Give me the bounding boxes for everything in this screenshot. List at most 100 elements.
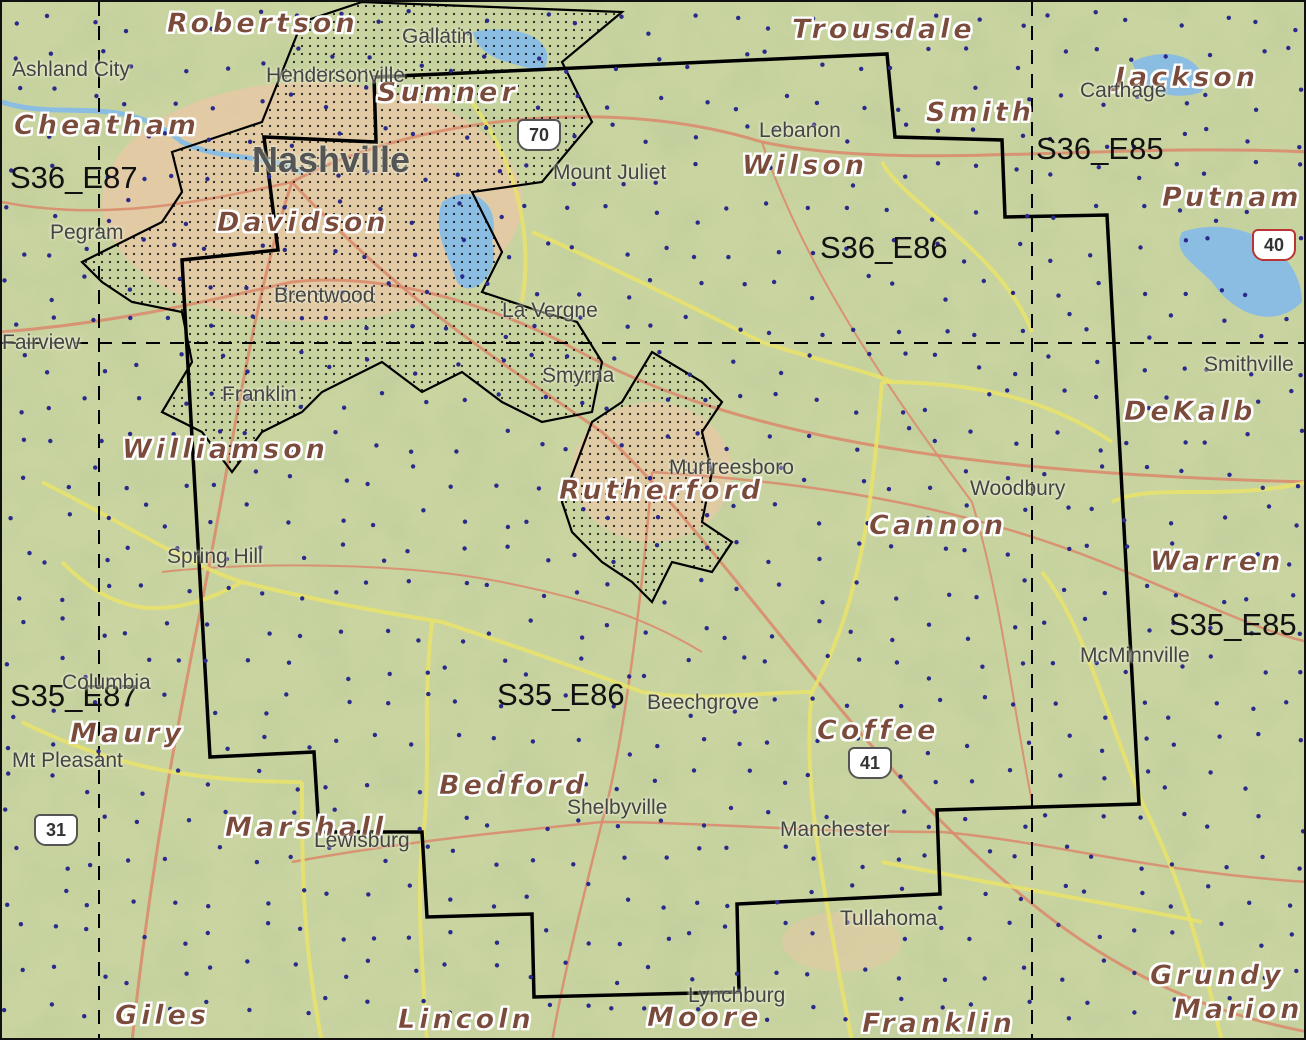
- station-point: [1182, 366, 1187, 371]
- station-point: [1170, 541, 1175, 546]
- station-point: [1245, 432, 1250, 437]
- station-point: [337, 199, 343, 204]
- station-point: [1066, 505, 1071, 510]
- station-point: [406, 935, 412, 940]
- station-point: [1171, 620, 1176, 626]
- station-point: [213, 710, 218, 716]
- station-point: [1050, 661, 1056, 666]
- station-point: [245, 394, 250, 400]
- station-point: [1051, 215, 1056, 220]
- station-point: [896, 107, 901, 113]
- county-label-cannon: Cannon: [869, 510, 1008, 541]
- station-point: [447, 1010, 453, 1015]
- station-point: [127, 287, 133, 292]
- station-point: [282, 247, 287, 253]
- station-point: [1058, 773, 1063, 778]
- station-point: [766, 330, 772, 336]
- us-route-shield-41: 41: [848, 747, 892, 779]
- station-point: [1010, 702, 1016, 707]
- county-label-marion: Marion: [1174, 994, 1304, 1025]
- station-point: [572, 134, 577, 139]
- station-point: [563, 960, 568, 965]
- station-point: [93, 465, 98, 470]
- station-point: [1062, 388, 1067, 393]
- station-point: [1060, 977, 1065, 982]
- station-point: [90, 122, 95, 127]
- station-point: [288, 448, 294, 454]
- station-point: [408, 449, 414, 454]
- station-point: [264, 711, 269, 716]
- station-point: [498, 704, 504, 709]
- station-point: [21, 437, 27, 442]
- station-point: [341, 937, 346, 942]
- station-point: [409, 742, 414, 747]
- station-point: [288, 854, 293, 860]
- station-point: [426, 691, 431, 697]
- station-point: [1145, 769, 1151, 774]
- road-line: [291, 820, 603, 864]
- station-point: [734, 971, 740, 976]
- station-point: [572, 21, 578, 26]
- station-point: [300, 596, 305, 601]
- station-point: [1180, 664, 1185, 669]
- station-point: [1123, 17, 1128, 23]
- station-point: [1222, 599, 1227, 605]
- nashville-urban-cluster: [80, 2, 625, 474]
- station-point: [1101, 102, 1106, 108]
- station-point: [82, 1014, 87, 1019]
- city-label-mt-pleasant: Mt Pleasant: [12, 749, 123, 772]
- station-point: [1005, 552, 1010, 557]
- station-point: [724, 446, 729, 452]
- station-point: [643, 630, 648, 635]
- station-point: [1124, 440, 1129, 446]
- station-point: [406, 9, 411, 14]
- county-label-marshall: Marshall: [225, 812, 388, 843]
- county-label-giles: Giles: [115, 1000, 211, 1031]
- station-point: [64, 888, 69, 894]
- station-point: [851, 327, 856, 332]
- station-point: [586, 1003, 591, 1008]
- station-point: [962, 548, 967, 553]
- station-point: [503, 658, 508, 663]
- station-point: [1096, 165, 1102, 170]
- station-point: [18, 922, 24, 927]
- station-point: [932, 438, 937, 444]
- station-point: [1013, 371, 1018, 377]
- station-point: [1203, 969, 1208, 974]
- station-point: [1179, 468, 1184, 474]
- station-point: [1291, 593, 1296, 598]
- station-point: [1129, 57, 1134, 62]
- city-label-murfreesboro: Murfreesboro: [669, 456, 794, 479]
- station-point: [1147, 335, 1152, 340]
- station-point: [448, 897, 453, 902]
- station-point: [339, 11, 344, 16]
- road-line: [651, 470, 1304, 643]
- station-point: [127, 431, 133, 437]
- station-point: [1134, 94, 1140, 99]
- station-point: [493, 92, 498, 98]
- station-point: [728, 805, 734, 811]
- station-point: [6, 771, 11, 776]
- city-label-lewisburg: Lewisburg: [314, 829, 410, 852]
- station-point: [128, 64, 134, 69]
- station-point: [766, 559, 771, 565]
- station-point: [1048, 258, 1053, 263]
- station-point: [1089, 506, 1094, 512]
- station-point: [484, 125, 489, 131]
- county-boundary: [881, 380, 1114, 444]
- station-point: [574, 590, 580, 595]
- station-point: [424, 289, 430, 295]
- station-point: [340, 290, 345, 295]
- city-label-smithville: Smithville: [1204, 353, 1294, 376]
- station-point: [1259, 943, 1264, 948]
- station-point: [693, 161, 698, 167]
- station-point: [578, 315, 583, 320]
- station-point: [220, 353, 226, 358]
- station-point: [734, 586, 739, 592]
- station-point: [806, 433, 812, 439]
- station-point: [386, 701, 391, 706]
- station-point: [419, 63, 424, 68]
- county-label-robertson: Robertson: [167, 8, 359, 39]
- station-point: [410, 324, 415, 329]
